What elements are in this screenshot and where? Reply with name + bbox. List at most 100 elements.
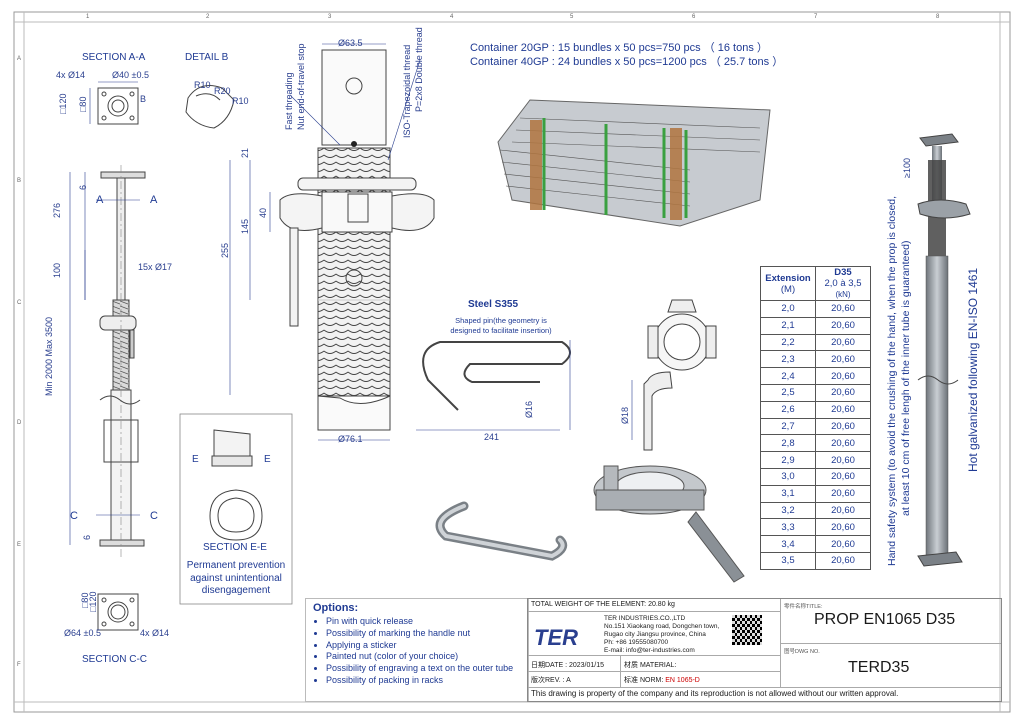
p2x8-label: P=2x8 Double thread — [414, 27, 424, 112]
load-cell: 20,60 — [815, 518, 871, 537]
property-notice: This drawing is property of the company … — [531, 689, 899, 698]
iso-thread-label: ISO-Trapezoidal thread — [402, 44, 412, 138]
dim-18: Ø18 — [620, 406, 630, 424]
bundle-illustration — [497, 99, 771, 227]
options-list: Pin with quick releasePossibility of mar… — [306, 616, 528, 687]
zone-2: 2 — [206, 14, 210, 20]
cut-c-left: C — [70, 510, 78, 522]
dim-255: 255 — [220, 242, 230, 258]
container-20gp: Container 20GP : 15 bundles x 50 pcs=750… — [470, 42, 768, 54]
cut-e-left: E — [192, 454, 199, 465]
load-cell: 20,60 — [815, 501, 871, 520]
load-cell: 20,60 — [815, 535, 871, 553]
extension-cell: 3,0 — [760, 467, 816, 486]
cut-a-left: A — [96, 194, 104, 206]
prop-3d-illustration — [917, 133, 971, 567]
extension-cell: 2,2 — [760, 333, 816, 352]
detail-b-title: DETAIL B — [185, 52, 229, 63]
zone-4: 4 — [450, 14, 454, 20]
nut-end-stop-label: Nut end-of-travel stop — [296, 43, 306, 130]
container-40gp: Container 40GP : 24 bundles x 50 pcs=120… — [470, 56, 784, 68]
zone-3: 3 — [328, 14, 332, 20]
dim-6-top: 6 — [78, 184, 88, 190]
dim-r10-a: R10 — [194, 80, 211, 90]
cut-e-right: E — [264, 454, 271, 465]
extension-cell: 3,4 — [760, 535, 816, 553]
extension-cell: 3,5 — [760, 551, 816, 570]
dim-min-max: Min 2000 Max 3500 — [44, 316, 54, 396]
section-a-a-title: SECTION A-A — [82, 52, 146, 63]
dim-76-1: Ø76.1 — [338, 434, 363, 444]
load-cell: 20,60 — [815, 383, 871, 402]
extension-cell: 2,0 — [760, 300, 816, 318]
load-cell: 20,60 — [815, 467, 871, 486]
extension-cell: 2,8 — [760, 434, 816, 453]
drawing-title: PROP EN1065 D35 — [814, 611, 956, 628]
dim-6-bottom: 6 — [82, 534, 92, 540]
company-address: TER INDUSTRIES.CO.,LTD No.151 Xiaokang r… — [604, 615, 720, 654]
load-cell: 20,60 — [815, 333, 871, 352]
dim-4x14: 4x Ø14 — [56, 70, 86, 80]
extension-cell: 2,4 — [760, 367, 816, 385]
dim-15x17: 15x Ø17 — [138, 262, 173, 272]
dim-21: 21 — [240, 147, 250, 158]
title-field-label: 零件名称TITLE: — [784, 604, 823, 610]
option-item: Applying a sticker — [326, 640, 528, 652]
load-cell: 20,60 — [815, 300, 871, 318]
dim-64: Ø64 ±0.5 — [64, 628, 101, 638]
zone-7: 7 — [814, 14, 818, 20]
material-field: 材质 MATERIAL: — [624, 662, 677, 669]
dim-r20: R20 — [214, 86, 231, 96]
options-title: Options: — [313, 602, 359, 614]
option-item: Possibility of engraving a text on the o… — [326, 663, 528, 675]
dim-r10-b: R10 — [232, 96, 249, 106]
fast-threading-label: Fast threading — [284, 72, 294, 130]
extension-cell: 3,3 — [760, 518, 816, 537]
extension-cell: 2,7 — [760, 417, 816, 436]
load-cell: 20,60 — [815, 417, 871, 436]
dim-ge-100: ≥100 — [902, 158, 912, 178]
ter-logo: TER — [534, 625, 578, 650]
hot-galvanized-note: Hot galvanized following EN-ISO 1461 — [966, 267, 980, 472]
option-item: Possibility of marking the handle nut — [326, 628, 528, 640]
drawing-number: TERD35 — [848, 659, 910, 676]
extension-cell: 3,2 — [760, 501, 816, 520]
dim-63-5: Ø63.5 — [338, 38, 363, 48]
extension-cell: 2,3 — [760, 350, 816, 369]
nut-3d-illustration — [593, 465, 745, 583]
zone-1: 1 — [86, 14, 90, 20]
load-cell: 20,60 — [815, 400, 871, 419]
hand-safety-line-2: at least 10 cm of free lengh of the inne… — [900, 240, 912, 516]
dim-80-bottom: □80 — [80, 592, 90, 608]
extension-cell: 2,6 — [760, 400, 816, 419]
extension-cell: 3,1 — [760, 484, 816, 503]
dim-120-top: □120 — [58, 93, 68, 114]
load-cell: 20,60 — [815, 484, 871, 503]
date-field: 日期DATE : 2023/01/15 — [531, 662, 605, 669]
total-weight: TOTAL WEIGHT OF THE ELEMENT: 20.80 kg — [531, 601, 675, 608]
zone-f: F — [17, 662, 21, 668]
section-c-c-title: SECTION C-C — [82, 654, 147, 665]
section-e-e-title: SECTION E-E — [203, 542, 267, 553]
dwg-no-label: 图号DWG NO. — [784, 649, 820, 655]
option-item: Possibility of packing in racks — [326, 675, 528, 687]
permanent-prevention-note: Permanent prevention against unintention… — [186, 560, 286, 596]
extension-cell: 2,5 — [760, 383, 816, 402]
dim-276: 276 — [52, 202, 62, 218]
load-cell: 20,60 — [815, 367, 871, 385]
zone-d: D — [17, 420, 22, 426]
title-block: TOTAL WEIGHT OF THE ELEMENT: 20.80 kg TE… — [527, 598, 1002, 702]
dim-241: 241 — [484, 432, 500, 442]
option-item: Painted nut (color of your choice) — [326, 651, 528, 663]
zone-c: C — [17, 300, 22, 306]
